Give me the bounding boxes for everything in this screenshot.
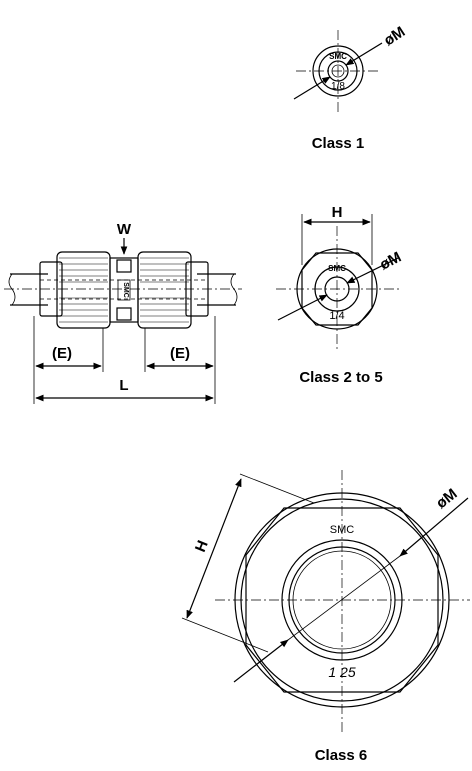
side-dim-e-right-label: (E) <box>170 345 190 362</box>
class1-body-circle <box>318 51 358 91</box>
class6-body-circle <box>281 539 403 661</box>
class1-size-mark: 1/8 <box>331 81 345 92</box>
side-brand-mark: SMC <box>122 282 129 298</box>
class6-dim-m-arrow-lower <box>233 639 289 683</box>
class2to5-dim-h-label: H <box>332 204 343 221</box>
side-nut-left <box>56 251 111 329</box>
side-tube-right-break <box>230 273 238 306</box>
class2to5-view: H øM SMC 1/4 Class 2 to 5 <box>276 204 404 386</box>
class6-size-mark: 1 25 <box>328 664 355 680</box>
class2to5-bore-circle <box>324 276 350 302</box>
side-nut-left-knurl <box>59 257 108 323</box>
side-dim-w-label: W <box>117 221 132 238</box>
class6-dim-m-diameter <box>287 555 401 641</box>
class6-brand-mark: SMC <box>330 524 355 536</box>
class6-dim-h-label: H <box>192 538 212 554</box>
class6-ext-line-bottom <box>181 617 269 653</box>
side-tube-left-break <box>8 273 16 306</box>
class2to5-body-circle <box>314 266 360 312</box>
class6-caption: Class 6 <box>315 747 368 764</box>
class2to5-dim-m-label: øM <box>377 249 404 274</box>
class6-hex <box>245 507 439 693</box>
class1-brand-mark: SMC <box>329 52 347 61</box>
class2to5-size-mark: 1/4 <box>329 310 344 322</box>
side-hex-flat-top <box>116 259 132 273</box>
class1-caption: Class 1 <box>312 135 365 152</box>
class6-bore-outer-circle <box>288 546 396 654</box>
class6-bore-inner-circle <box>292 550 392 650</box>
class2to5-brand-mark: SMC <box>328 264 346 273</box>
class2to5-dim-m-arrow-lower <box>277 294 328 321</box>
class2to5-hex <box>301 252 373 326</box>
side-nut-right <box>137 251 192 329</box>
class6-dim-m-arrow-upper <box>399 497 469 557</box>
class1-bore-circle <box>327 60 349 82</box>
class6-dim-h-line <box>186 478 242 619</box>
side-hex-flat-bottom <box>116 307 132 321</box>
class2to5-caption: Class 2 to 5 <box>299 369 382 386</box>
class1-view: øM SMC 1/8 Class 1 <box>293 23 408 152</box>
class1-dim-m-arrow-upper <box>345 42 383 66</box>
side-hex-body <box>109 257 139 323</box>
class6-ext-line-top <box>239 473 315 504</box>
side-dim-e-left-label: (E) <box>52 345 72 362</box>
class1-outer-circle <box>312 45 364 97</box>
class6-view: H øM SMC 1 25 Class 6 <box>181 470 470 764</box>
class1-dim-m-arrow-lower <box>293 76 331 100</box>
class2to5-dim-m-arrow-upper <box>346 257 399 284</box>
class2to5-outer-circle <box>296 248 378 330</box>
class1-dim-m-label: øM <box>381 23 408 49</box>
side-nut-right-knurl <box>140 257 189 323</box>
side-view: SMC W (E) (E) L <box>4 221 242 404</box>
class1-inner-circle <box>331 64 345 78</box>
side-dim-l-label: L <box>119 377 128 394</box>
